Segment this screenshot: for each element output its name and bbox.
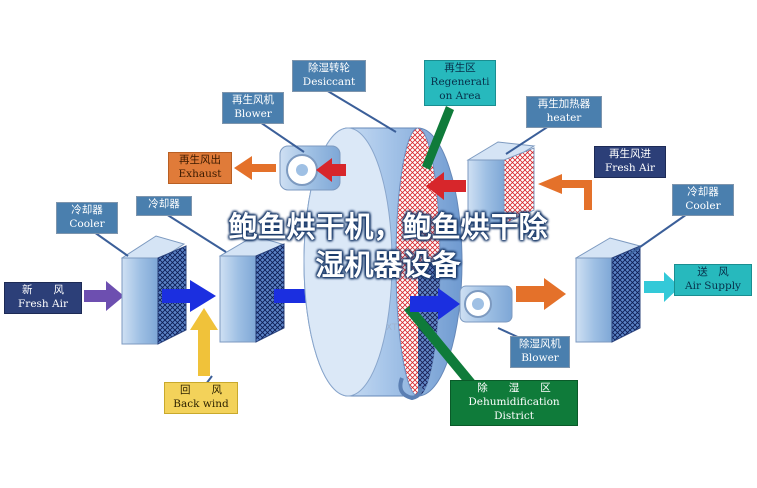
label-regen-blower-en: Blower [234,108,272,120]
label-regen-area-en2: on Area [439,90,481,102]
cooler-mid-unit [218,235,285,343]
regen-pointer [422,106,454,170]
regen-fresh-air-arrowhead [538,174,562,194]
label-regen-area-zh: 再生区 [444,62,476,74]
regen-arrow-blower [316,158,346,182]
label-cooler-left: 冷却器 Cooler [56,202,118,234]
label-regeneration-area: 再生区 Regenerati on Area [424,60,496,106]
label-regen-heater-en: heater [546,112,582,124]
process-arrow-1 [162,280,216,312]
dehum-blower-unit [459,285,513,323]
wheel-motor [398,377,423,401]
regen-arrow-in [426,172,466,200]
process-arrow-4 [516,278,566,310]
label-fresh-air-in: 新 风 Fresh Air [4,282,82,314]
label-desiccant-zh: 除湿转轮 [308,62,350,74]
cooler-left-unit [120,235,187,345]
overlay-title: 鲍鱼烘干机，鲍鱼烘干除 湿机器设备 [128,208,648,284]
label-air-supply: 送 风 Air Supply [674,264,752,296]
label-cooler-mid: 冷却器 [136,196,192,216]
regen-blower-unit [279,145,341,191]
label-regen-blower-zh: 再生风机 [232,94,274,106]
label-back-wind: 回 风 Back wind [164,382,238,414]
label-regen-exhaust-en: Exhaust [178,168,222,180]
back-wind-arrow [190,308,218,376]
label-air-supply-en: Air Supply [685,280,741,292]
label-dehum-district: 除 湿 区 Dehumidification District [450,380,578,426]
label-dehum-district-en2: District [494,410,534,422]
label-back-wind-en: Back wind [173,398,229,410]
label-desiccant-en: Desiccant [302,76,356,88]
cooler-right-unit [574,237,642,343]
label-desiccant: 除湿转轮 Desiccant [292,60,366,92]
air-supply-arrow [644,272,680,302]
label-cooler-left-en: Cooler [69,218,105,230]
label-cooler-mid-zh: 冷却器 [148,198,180,210]
exhaust-arrow [234,156,276,180]
label-cooler-right-en: Cooler [685,200,721,212]
label-dehum-blower: 除湿风机 Blower [510,336,570,368]
label-cooler-right: 冷却器 Cooler [672,184,734,216]
label-regen-fresh-air-zh: 再生风进 [609,148,651,160]
label-regen-heater: 再生加热器 heater [526,96,602,128]
regen-heater-unit [466,141,536,225]
label-dehum-blower-en: Blower [521,352,559,364]
label-cooler-left-zh: 冷却器 [71,204,103,216]
label-back-wind-zh: 回 风 [180,384,222,396]
label-regen-exhaust: 再生风出 Exhaust [168,152,232,184]
process-arrow-3 [410,288,460,320]
label-fresh-air-zh: 新 风 [22,284,64,296]
label-dehum-district-en1: Dehumidification [468,396,560,408]
label-dehum-district-zh: 除 湿 区 [477,382,551,394]
label-dehum-blower-zh: 除湿风机 [519,338,561,350]
overlay-title-line2: 湿机器设备 [315,248,461,282]
label-regen-fresh-air: 再生风进 Fresh Air [594,146,666,178]
watermark: XT [386,323,398,333]
label-regen-exhaust-zh: 再生风出 [179,154,221,166]
label-regen-area-en1: Regenerati [430,76,490,88]
regen-fresh-air-flow [560,180,592,210]
label-cooler-right-zh: 冷却器 [687,186,719,198]
dehum-pointer [404,304,478,390]
overlay-title-line1: 鲍鱼烘干机，鲍鱼烘干除 [228,210,548,244]
fresh-air-arrow [84,281,124,311]
label-regen-fresh-air-en: Fresh Air [605,162,655,174]
label-regen-blower: 再生风机 Blower [222,92,284,124]
label-fresh-air-en: Fresh Air [18,298,68,310]
label-regen-heater-zh: 再生加热器 [537,98,591,110]
label-air-supply-zh: 送 风 [697,266,729,278]
